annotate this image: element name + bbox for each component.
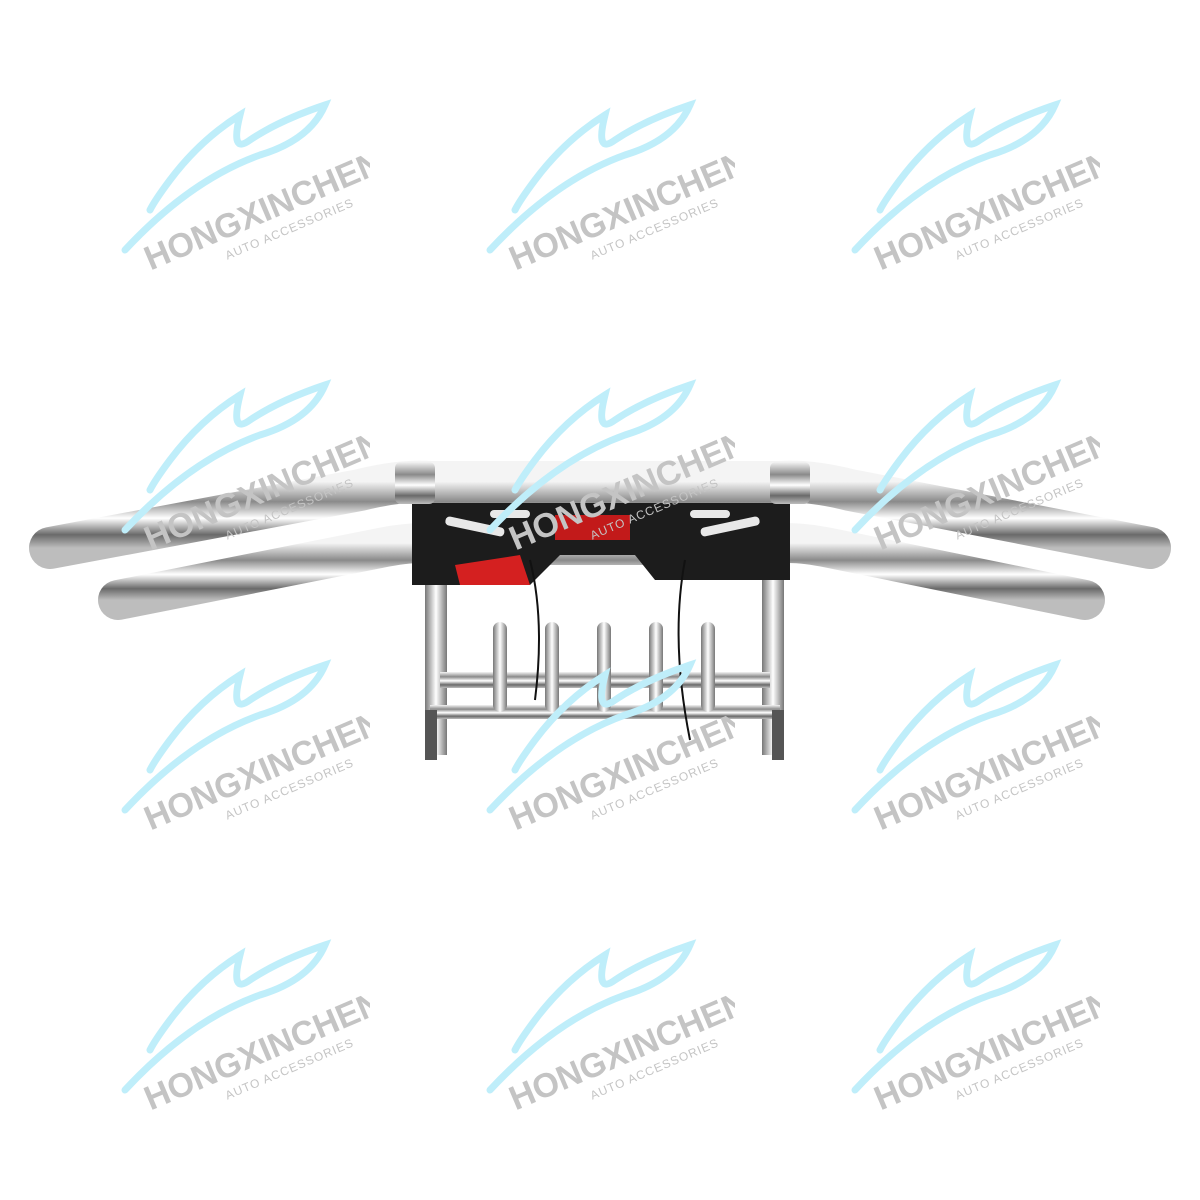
- watermark-logo: HONGXINCHEN AUTO ACCESSORIES: [110, 340, 370, 550]
- watermark-logo: HONGXINCHEN AUTO ACCESSORIES: [110, 620, 370, 830]
- watermark-logo: HONGXINCHEN AUTO ACCESSORIES: [840, 60, 1100, 270]
- right-clamp: [770, 462, 810, 504]
- watermark-logo: HONGXINCHEN AUTO ACCESSORIES: [475, 620, 735, 830]
- lower-frame: [425, 575, 784, 760]
- watermark-logo: HONGXINCHEN AUTO ACCESSORIES: [110, 900, 370, 1110]
- left-clamp: [395, 462, 435, 504]
- watermark-logo: HONGXINCHEN AUTO ACCESSORIES: [840, 340, 1100, 550]
- watermark-logo: HONGXINCHEN AUTO ACCESSORIES: [475, 900, 735, 1110]
- watermark-logo: HONGXINCHEN AUTO ACCESSORIES: [840, 620, 1100, 830]
- watermark-logo: HONGXINCHEN AUTO ACCESSORIES: [110, 60, 370, 270]
- center-reflector: [555, 515, 630, 540]
- upper-tube: [29, 460, 1171, 569]
- watermark-logo: HONGXINCHEN AUTO ACCESSORIES: [840, 900, 1100, 1110]
- watermark-logo: HONGXINCHEN AUTO ACCESSORIES: [475, 340, 735, 550]
- watermark-logo: HONGXINCHEN AUTO ACCESSORIES: [475, 60, 735, 270]
- left-reflector: [455, 555, 530, 585]
